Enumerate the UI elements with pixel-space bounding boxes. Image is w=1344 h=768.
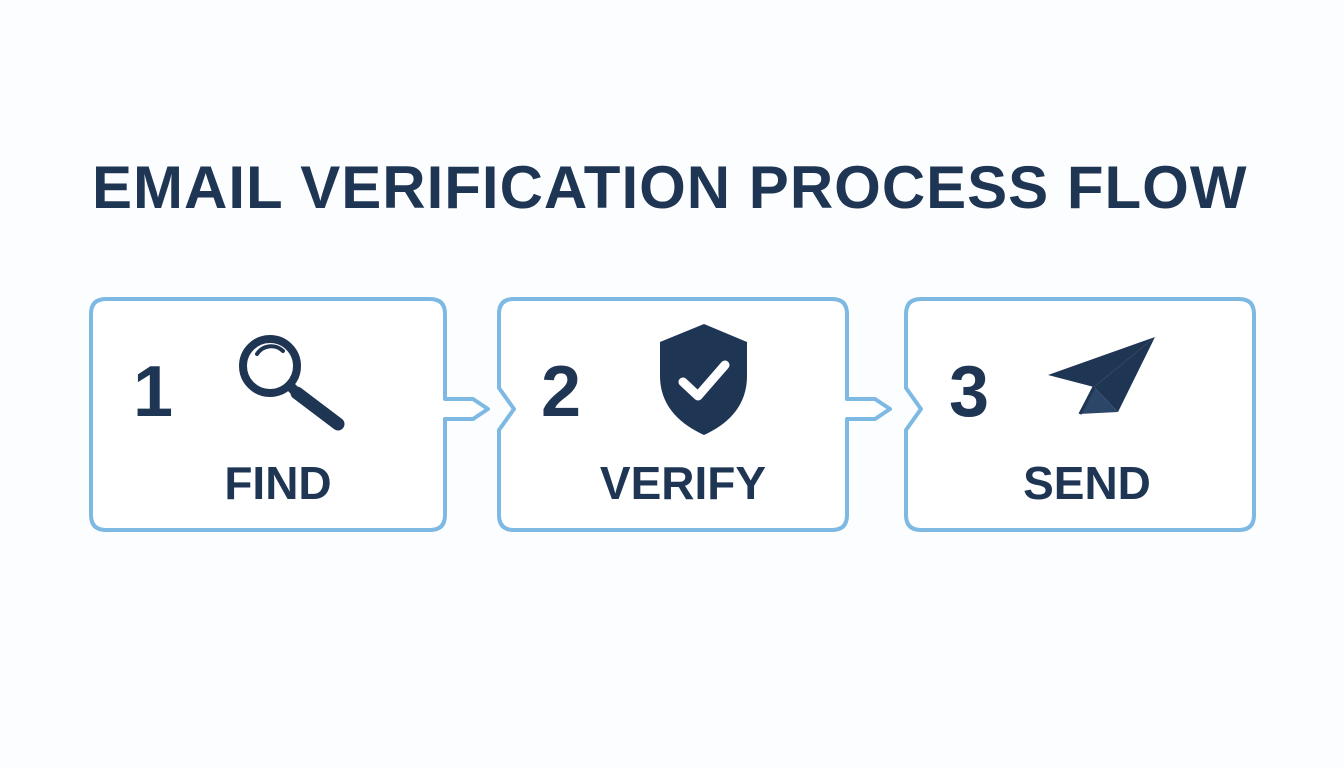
magnifying-glass-icon <box>239 335 345 431</box>
step-1-box <box>89 297 490 532</box>
step-1-label: FIND <box>224 457 332 509</box>
step-2-label: VERIFY <box>599 457 767 509</box>
step-3-label: SEND <box>1023 457 1151 509</box>
shield-check-icon <box>660 324 747 435</box>
diagram-title: EMAIL VERIFICATION PROCESS FLOW <box>92 154 1248 221</box>
paper-plane-icon <box>1048 337 1155 415</box>
step-3-box <box>904 297 1256 532</box>
step-3-number: 3 <box>949 352 990 432</box>
step-1-number: 1 <box>133 352 174 432</box>
step-2-number: 2 <box>541 352 582 432</box>
